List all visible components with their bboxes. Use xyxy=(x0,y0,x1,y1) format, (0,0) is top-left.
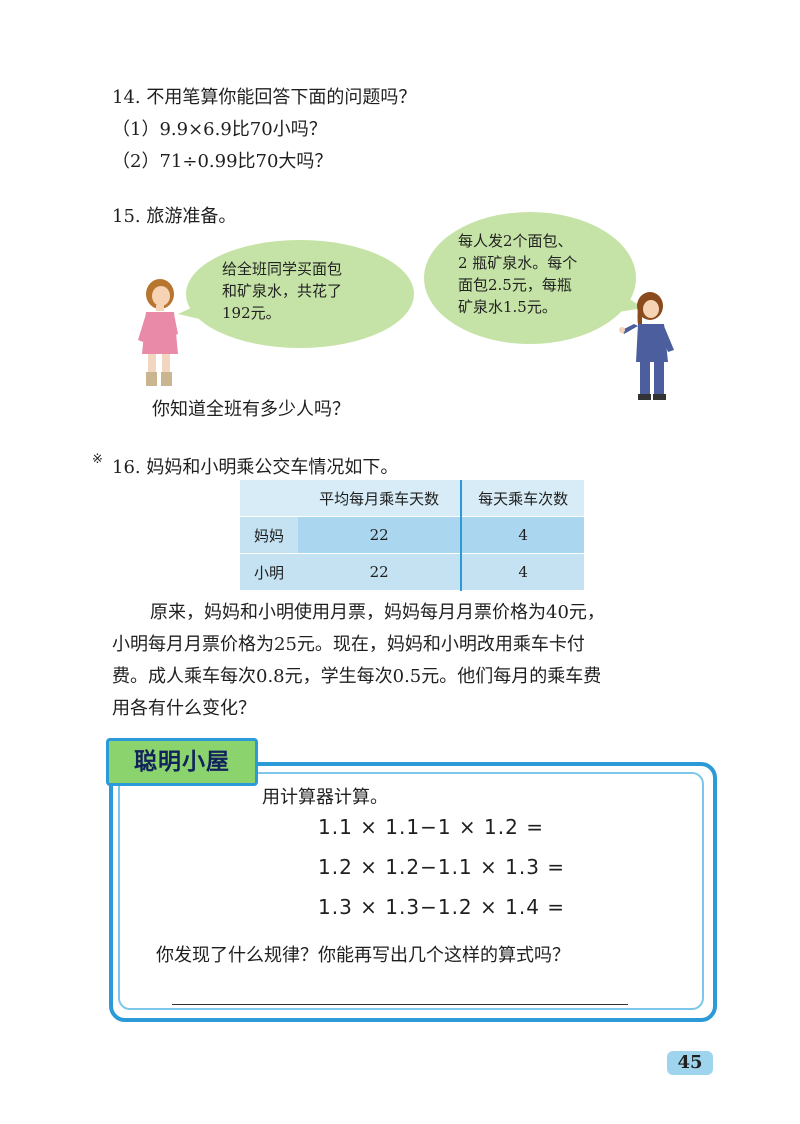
q15-title: 15. 旅游准备。 xyxy=(112,206,237,227)
hut-instruction: 用计算器计算。 xyxy=(262,787,388,808)
q16-paragraph-line: 用各有什么变化？ xyxy=(112,698,256,719)
page-number: 45 xyxy=(667,1051,713,1075)
table-corner-cell xyxy=(240,480,298,517)
woman-illustration xyxy=(619,292,674,400)
bus-table: 平均每月乘车天数 每天乘车次数 妈妈 22 4 小明 22 4 xyxy=(240,480,584,591)
q15-question: 你知道全班有多少人吗？ xyxy=(152,399,350,420)
hut-question: 你发现了什么规律？你能再写出几个这样的算式吗？ xyxy=(156,945,570,966)
bubble-line: 给全班同学买面包 xyxy=(222,260,343,278)
bubble-line: 192元。 xyxy=(222,304,281,322)
bubble-line: 矿泉水1.5元。 xyxy=(458,298,557,316)
bubble-line: 面包2.5元，每瓶 xyxy=(458,276,572,294)
hut-formula: 1.3 × 1.3−1.2 × 1.4 = xyxy=(318,895,566,919)
row-label: 小明 xyxy=(240,553,298,591)
cell-days: 22 xyxy=(298,516,463,554)
hut-formula: 1.2 × 1.2−1.1 × 1.3 = xyxy=(318,855,566,879)
hut-formula: 1.1 × 1.1−1 × 1.2 = xyxy=(318,815,544,839)
bubble-line: 每人发2个面包、 xyxy=(458,232,573,250)
right-speech-bubble: 每人发2个面包、 2 瓶矿泉水。每个 面包2.5元，每瓶 矿泉水1.5元。 xyxy=(424,212,636,344)
cell-days: 22 xyxy=(298,553,463,591)
table-row: 小明 22 4 xyxy=(240,553,584,591)
q16-title: 16. 妈妈和小明乘公交车情况如下。 xyxy=(112,457,399,478)
clever-hut-inner-border xyxy=(118,772,704,1010)
row-label: 妈妈 xyxy=(240,516,298,554)
clever-hut-title: 聪明小屋 xyxy=(106,738,258,786)
q16-mark: ※ xyxy=(92,452,103,467)
table-header-row: 平均每月乘车天数 每天乘车次数 xyxy=(240,480,584,517)
q16-paragraph-line: 费。成人乘车每次0.8元，学生每次0.5元。他们每月的乘车费 xyxy=(112,666,602,687)
q16-paragraph-line: 原来，妈妈和小明使用月票，妈妈每月月票价格为40元， xyxy=(150,602,605,623)
answer-line xyxy=(172,1004,628,1005)
q14-item-2: （2）71÷0.99比70大吗？ xyxy=(112,151,333,172)
table-header-times: 每天乘车次数 xyxy=(461,480,584,517)
q16-paragraph-line: 小明每月月票价格为25元。现在，妈妈和小明改用乘车卡付 xyxy=(112,634,585,655)
q14-item-1: （1）9.9×6.9比70小吗？ xyxy=(112,119,327,140)
left-bubble-tail xyxy=(178,302,204,320)
cell-times: 4 xyxy=(461,516,584,554)
clever-hut-box xyxy=(109,762,717,1022)
table-row: 妈妈 22 4 xyxy=(240,516,584,554)
bubble-line: 和矿泉水，共花了 xyxy=(222,282,343,300)
bubble-line: 2 瓶矿泉水。每个 xyxy=(458,254,578,272)
q14-title: 14. 不用笔算你能回答下面的问题吗？ xyxy=(112,87,417,108)
left-speech-bubble: 给全班同学买面包 和矿泉水，共花了 192元。 xyxy=(186,240,414,348)
girl-illustration xyxy=(138,279,178,386)
cell-times: 4 xyxy=(461,553,584,591)
table-header-days: 平均每月乘车天数 xyxy=(298,480,463,517)
